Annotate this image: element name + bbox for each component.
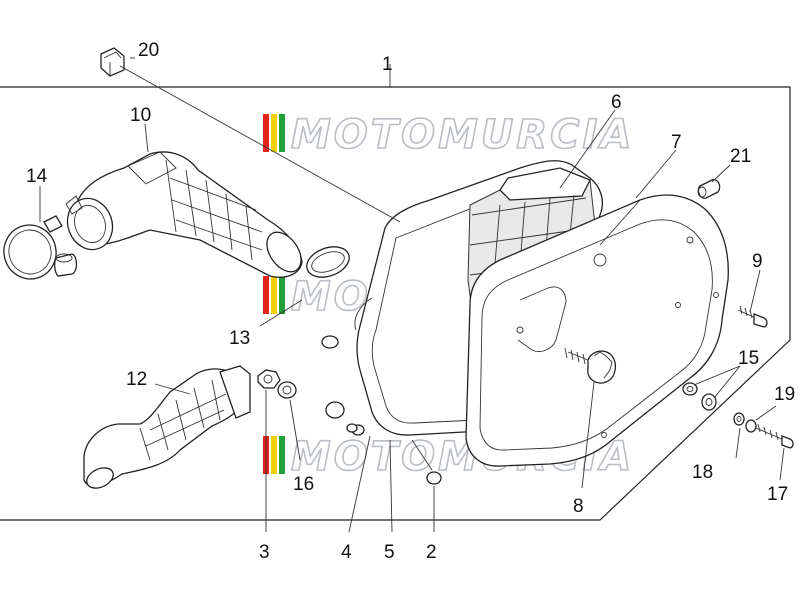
callout-20: 20: [138, 40, 159, 61]
watermark-text-top: MOTOMURCIA: [291, 112, 634, 158]
hose-clamp-14: [3, 215, 78, 280]
callout-19: 19: [774, 384, 795, 405]
callout-2: 2: [426, 542, 437, 563]
air-box-cover: [465, 194, 729, 467]
nut-3: [257, 369, 281, 389]
hose-clamp-13: [306, 246, 350, 278]
leader-lines: [39, 57, 785, 533]
callout-17: 17: [767, 484, 788, 505]
callout-9: 9: [752, 251, 763, 272]
callout-21: 21: [730, 146, 751, 167]
callout-6: 6: [611, 92, 622, 113]
intake-snorkel-12: [83, 365, 251, 489]
callout-numbers: 1 2 3 4 5 6 7 8 9 10 12 13 14 15 16 17 1…: [26, 40, 795, 563]
callout-3: 3: [259, 542, 270, 563]
screw-2: [411, 439, 442, 485]
callout-8: 8: [573, 496, 584, 517]
assembly-frame: [0, 86, 791, 521]
watermark-top: MOTOMURCIA: [263, 111, 634, 159]
callout-16: 16: [293, 474, 314, 495]
callout-12: 12: [126, 369, 147, 390]
callout-10: 10: [130, 105, 151, 126]
sleeve-4: [346, 423, 358, 433]
spacer-15b: [701, 393, 717, 411]
callout-1: 1: [382, 54, 393, 75]
callout-4: 4: [341, 542, 352, 563]
washer-18: [733, 412, 745, 426]
callout-13: 13: [229, 328, 250, 349]
callout-15: 15: [738, 348, 759, 369]
washer-19: [745, 419, 757, 433]
grommet-16: [277, 381, 297, 399]
intake-duct-10: [65, 151, 303, 278]
pin-21: [697, 179, 721, 199]
cover-knob: [564, 347, 617, 384]
screw-9: [737, 305, 768, 328]
spacer-15a: [682, 382, 698, 396]
bolt-17: [755, 423, 794, 449]
callout-5: 5: [384, 542, 395, 563]
clip-20: [100, 47, 125, 77]
callout-7: 7: [671, 132, 682, 153]
callout-18: 18: [692, 462, 713, 483]
callout-14: 14: [26, 166, 48, 187]
